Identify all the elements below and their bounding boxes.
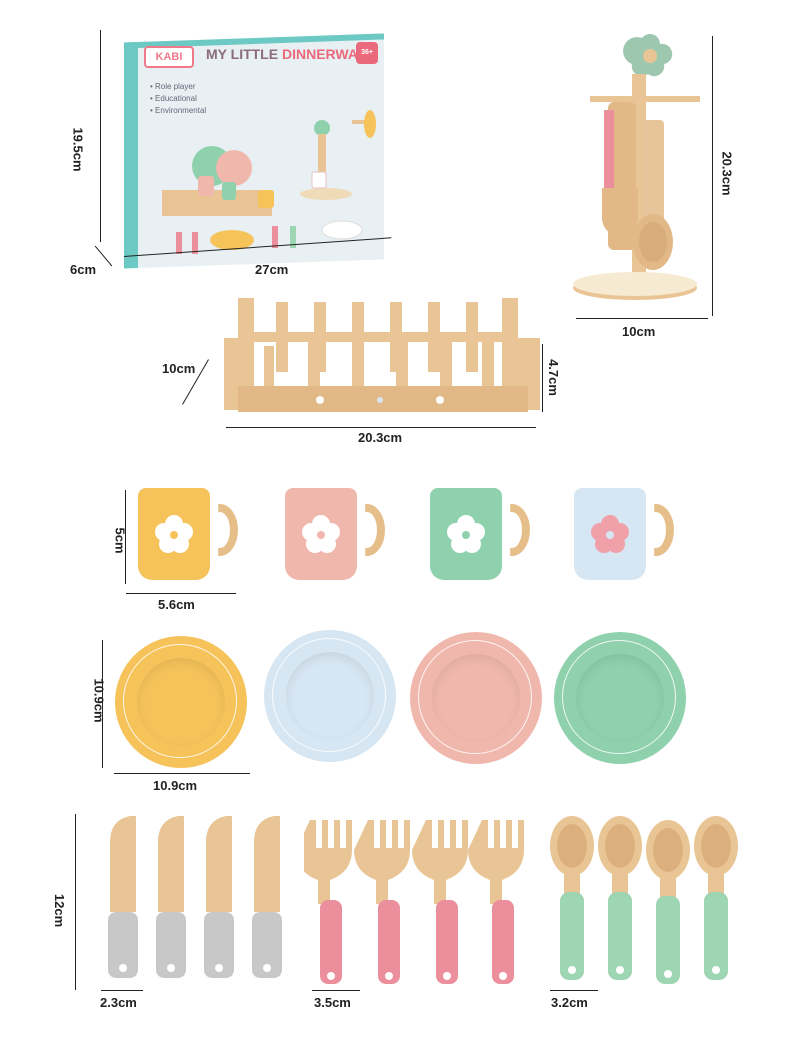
box-feature-1: • Role player (150, 82, 196, 91)
age-badge: 36+ (356, 42, 378, 64)
stand-base-label: 10cm (622, 324, 656, 339)
cup-handle (654, 504, 674, 556)
plate-inner (137, 658, 225, 746)
spoon-width-label: 3.2cm (551, 995, 588, 1010)
plate-ring (272, 638, 386, 752)
box-brand-logo: KABI (144, 46, 194, 68)
box-width-label: 27cm (255, 262, 289, 277)
box-feature-text: Role player (155, 82, 196, 91)
plate-ring (562, 640, 676, 754)
stand-base-line (576, 318, 708, 319)
fork-width-line (312, 990, 360, 991)
stand-height-label: 20.3cm (719, 151, 735, 196)
box-depth-label: 6cm (70, 262, 97, 277)
box-title: MY LITTLE DINNERWARE (206, 46, 377, 62)
cup-width-label: 5.6cm (158, 597, 195, 612)
flower-icon (302, 515, 340, 553)
spoon-width-line (550, 990, 598, 991)
box-title-highlight: DINNERWARE (281, 46, 378, 62)
plate-green (554, 632, 686, 764)
box-feature-3: • Environmental (150, 106, 207, 115)
cup-green (430, 488, 530, 580)
plate-inner (286, 652, 374, 740)
plate-pink (410, 632, 542, 764)
rack-height-line (542, 344, 543, 412)
knife-width-line (101, 990, 143, 991)
flower-icon (155, 515, 193, 553)
box-feature-2: • Educational (150, 94, 197, 103)
rack-width-label: 20.3cm (358, 430, 403, 445)
plate-ring (123, 644, 237, 758)
box-height-label: 19.5cm (70, 127, 86, 172)
spoon-set (550, 816, 738, 984)
fork-set (304, 820, 524, 984)
fork-width-label: 3.5cm (314, 995, 351, 1010)
flower-icon (591, 515, 629, 553)
box-feature-text: Educational (155, 94, 197, 103)
knife-set (108, 816, 282, 978)
cup-handle (510, 504, 530, 556)
rack-height-label: 4.7cm (545, 359, 561, 396)
plate-height-line (102, 640, 103, 768)
plate-ring (418, 640, 532, 754)
product-box: KABI MY LITTLE DINNERWARE 36+ • Role pla… (102, 26, 396, 269)
flower-icon (447, 515, 485, 553)
cup-height-label: 5cm (112, 527, 128, 554)
cup-width-line (126, 593, 236, 594)
plate-width-line (114, 773, 250, 774)
utensil-stand (573, 34, 700, 300)
cup-blue (574, 488, 674, 580)
stand-height-line (712, 36, 713, 316)
dish-rack (224, 298, 540, 412)
cup-handle (218, 504, 238, 556)
plate-blue (264, 630, 396, 762)
cup-yellow (138, 488, 238, 580)
cup-height-line (125, 490, 126, 584)
plate-inner (576, 654, 664, 742)
cup-pink (285, 488, 385, 580)
rack-width-line (226, 427, 536, 428)
rack-depth-label: 10cm (162, 361, 196, 376)
plate-width-label: 10.9cm (153, 778, 198, 793)
box-height-line (100, 30, 101, 242)
utensil-length-line (75, 814, 76, 990)
box-title-prefix: MY LITTLE (206, 46, 279, 62)
utensil-length-label: 12cm (52, 893, 68, 928)
box-artwork (162, 110, 376, 254)
box-feature-text: Environmental (155, 106, 207, 115)
plate-inner (432, 654, 520, 742)
cup-handle (365, 504, 385, 556)
plate-yellow (115, 636, 247, 768)
knife-width-label: 2.3cm (100, 995, 137, 1010)
plate-height-label: 10.9cm (91, 678, 107, 723)
